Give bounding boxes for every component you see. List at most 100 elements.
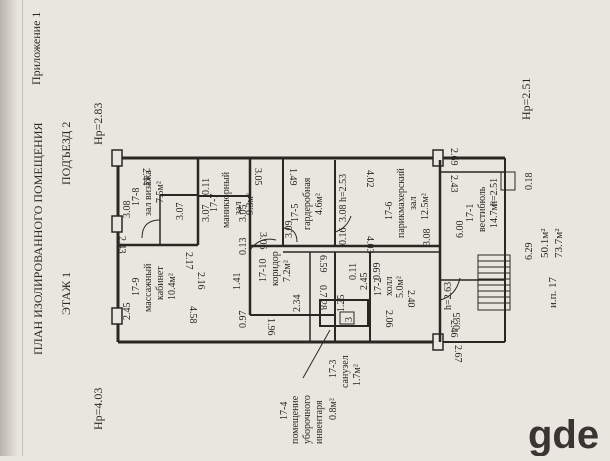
room-massage-area: 10.4м² <box>167 273 178 300</box>
dim-4-03: 4.03 <box>364 236 375 254</box>
dim-3: 3 <box>344 317 355 322</box>
room-storage-area: 0.8м² <box>328 398 339 420</box>
room-hairdresser-area: 12.5м² <box>420 193 431 220</box>
dim-6-00: 6.00 <box>455 221 466 239</box>
room-wardrobe-num: 17-5 <box>290 204 301 222</box>
dim-6-29: 6.29 <box>524 243 535 261</box>
floor-label: ЭТАЖ 1 <box>59 272 73 315</box>
room-visage-area: 7.5м² <box>155 181 166 203</box>
entrance-pillar <box>500 171 516 191</box>
room-corridor-num: 17-10 <box>258 259 269 282</box>
dim-2-69: 2.69 <box>448 148 459 166</box>
dim-1-96: 1.96 <box>265 318 276 336</box>
dim-2-43-visage: 2.43 <box>116 236 127 254</box>
room-hall-name1: холл <box>384 277 395 296</box>
room-hairdresser-name1: парикмахерский <box>396 167 407 238</box>
room-bathroom-num: 17-3 <box>328 360 339 378</box>
dim-0-18: 0.18 <box>524 173 535 191</box>
dim-3-08-wardrobe: 3.08 <box>338 205 349 223</box>
dim-2-45-hall: 2.45 <box>359 273 370 291</box>
dim-2-46: 2.46 <box>448 320 459 338</box>
dim-1-41: 1.41 <box>232 273 243 291</box>
total-area-1: 50.1м² <box>539 228 551 258</box>
watermark-logo: gde <box>528 413 599 456</box>
dim-3-06: 3.06 <box>257 232 268 250</box>
room-hall-area: 5.0м² <box>395 276 406 298</box>
room-vestibule-name1: вестибюль <box>477 186 488 232</box>
room-storage-num: 17-4 <box>279 402 290 420</box>
room-manicure-area: 9.3м² <box>245 193 256 215</box>
dim-2-44: 2.44 <box>140 168 151 186</box>
dim-2-16: 2.16 <box>195 272 206 290</box>
room-visage-name1: зал визажа <box>143 170 154 216</box>
room-wardrobe-area: 4.6м² <box>314 193 325 215</box>
room-manicure-name2: зал <box>233 202 244 215</box>
total-area-2: 73.7м² <box>553 228 565 258</box>
room-massage-name1: массажный <box>143 263 154 312</box>
room-hall-num: 17-2 <box>373 278 384 296</box>
dim-2-17: 2.17 <box>183 252 194 270</box>
dim-3-07-manicure: 3.07 <box>201 205 212 223</box>
dim-6-59: 6.59 <box>317 255 328 273</box>
level-right: Hp=2.51 <box>519 78 533 120</box>
dim-h-2-63: h=2.63 <box>443 282 454 310</box>
level-top: Hp=2.83 <box>91 103 105 145</box>
dim-0-35: 0.35 <box>452 313 463 331</box>
room-storage-name2: уборочного <box>302 395 313 444</box>
room-manicure-num: 17-7 <box>209 194 220 212</box>
room-vestibule-area: 14.7м² <box>489 201 500 228</box>
reference-label: и.п. 17 <box>547 276 559 308</box>
dim-4-58: 4.58 <box>187 306 198 324</box>
dim-0-13: 0.13 <box>238 238 249 256</box>
room-massage-num: 17-9 <box>131 278 142 296</box>
dim-0-11-top: 0.11 <box>201 178 212 195</box>
dim-3-08-hair: 3.08 <box>422 229 433 247</box>
room-corridor-name1: коридор <box>270 251 281 286</box>
room-corridor-area: 7.2м² <box>282 260 293 282</box>
room-storage-name1: помещение <box>290 395 301 444</box>
annex-label: Приложение 1 <box>29 12 43 85</box>
dim-0-97: 0.97 <box>238 311 249 329</box>
room-hairdresser-num: 17-6 <box>384 202 395 220</box>
paper-edge-shadow <box>0 0 18 456</box>
room-bathroom-area: 1.7м² <box>352 364 363 386</box>
dim-2-06: 2.06 <box>383 310 394 328</box>
walls <box>111 149 506 351</box>
room-hairdresser-name2: зал <box>408 197 419 210</box>
dim-4-02: 4.02 <box>364 170 375 188</box>
dim-3-05-manicure: 3.05 <box>238 205 249 223</box>
dim-2-67: 2.67 <box>452 345 463 363</box>
dim-28: 28 <box>317 300 328 310</box>
staircase <box>477 254 511 311</box>
room-massage-name2: кабинет <box>155 266 166 300</box>
room-manicure-name1: маникюрный <box>221 171 232 228</box>
dim-0-11-wc: 0.11 <box>348 263 359 280</box>
room-visage-num: 17-8 <box>131 188 142 206</box>
room-wardrobe-name1: гардеробная <box>302 177 313 230</box>
dim-3-09: 3.09 <box>284 221 295 239</box>
dim-0-7: 0.7 <box>317 285 328 298</box>
dim-h-2-53: h=2.53 <box>338 174 349 202</box>
room-bathroom-name1: санузел <box>340 355 351 388</box>
dim-3-07-visage: 3.07 <box>175 203 186 221</box>
entrance-label: ПОДЪЕЗД 2 <box>59 122 73 185</box>
dim-1-49: 1.49 <box>287 168 298 186</box>
dim-2-34: 2.34 <box>292 295 303 313</box>
dim-3-05-top: 3.05 <box>252 168 263 186</box>
dim-2-40: 2.40 <box>405 290 416 308</box>
dim-0-16: 0.16 <box>338 228 349 246</box>
dim-0-99: 0.99 <box>372 263 383 281</box>
dim-2-45-massage: 2.45 <box>122 303 133 321</box>
dim-2-43-vestibule: 2.43 <box>448 175 459 193</box>
dim-3-08-visage: 3.08 <box>122 201 133 219</box>
level-bottom: Hp=4.03 <box>91 388 105 430</box>
room-vestibule-num: 17-1 <box>465 204 476 222</box>
dim-1-25: 1.25 <box>336 295 347 313</box>
room-storage-name3: инвентаря <box>314 400 325 444</box>
storage-leader-line <box>302 329 331 379</box>
dim-h-2-51: h=2.51 <box>489 178 500 206</box>
paper-fold-line <box>22 0 23 456</box>
plan-title: ПЛАН ИЗОЛИРОВАННОГО ПОМЕЩЕНИЯ <box>31 123 45 356</box>
